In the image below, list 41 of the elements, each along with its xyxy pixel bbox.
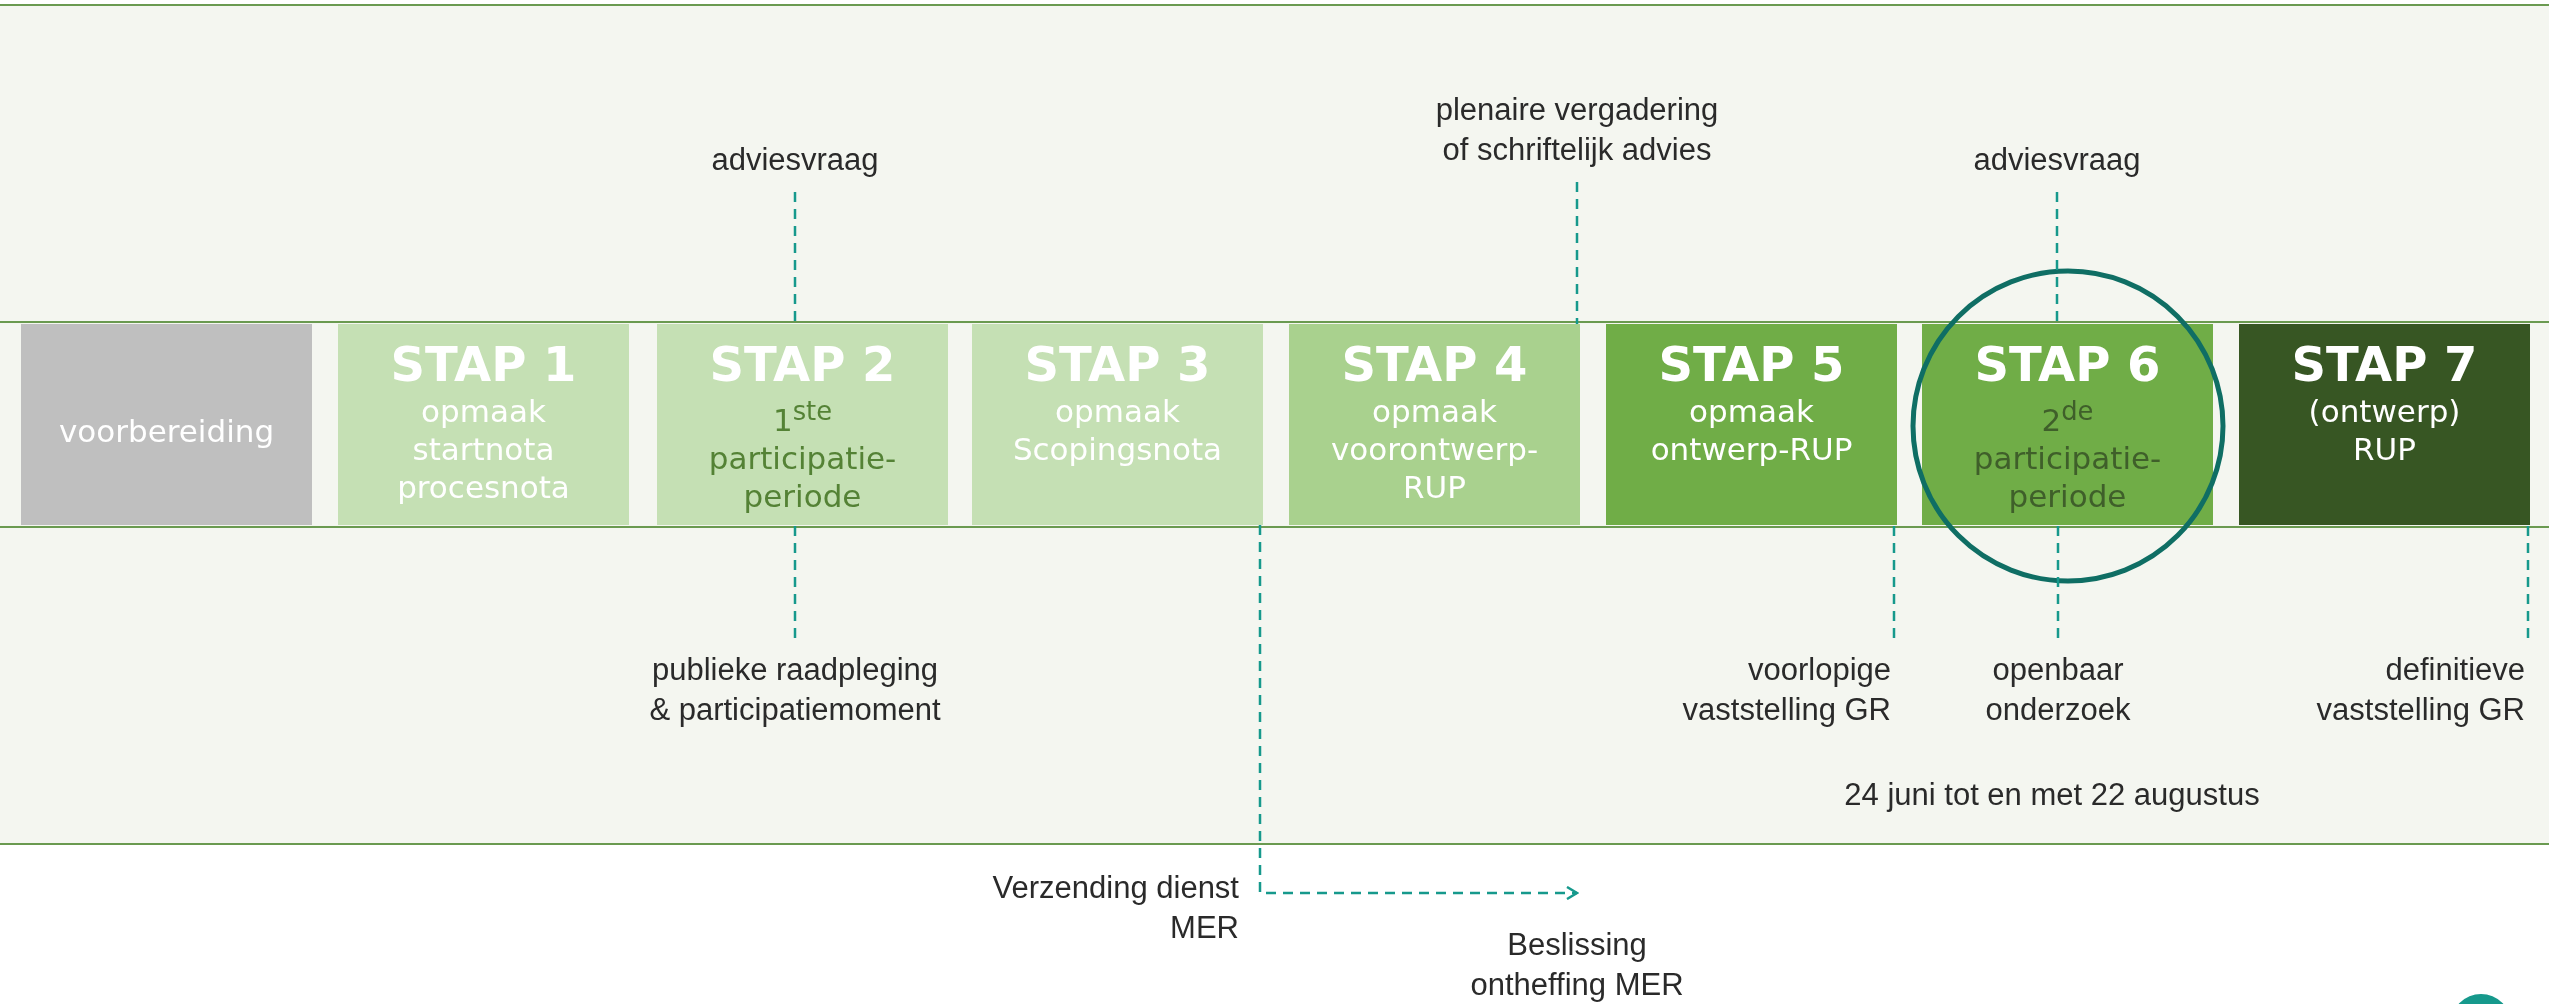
step-box [657, 324, 948, 525]
step-box [21, 324, 312, 525]
annotation-text: plenaire vergadering of schriftelijk advies [1422, 90, 1732, 170]
step-box [972, 324, 1263, 525]
leader-line [793, 525, 797, 638]
step-description: opmaak Scopingsnota [1011, 392, 1224, 468]
step-title: STAP 3 [1024, 336, 1211, 392]
step-description: 1$^{ste}$ participatie- periode [707, 395, 898, 516]
step-description: opmaak startnota procesnota [396, 392, 571, 506]
annotation-text: definitieve vaststelling GR [2265, 650, 2525, 730]
step-box [1922, 324, 2213, 525]
step-box [2239, 324, 2530, 525]
annotation-text: openbaar onderzoek [1958, 650, 2158, 730]
step-title: STAP 5 [1658, 336, 1845, 392]
step-title: STAP 4 [1341, 336, 1528, 392]
step-title: STAP 7 [2291, 336, 2478, 392]
step-title: STAP 2 [709, 336, 896, 392]
leader-line [2055, 192, 2059, 324]
arrow [1258, 525, 1579, 901]
leader-line [1892, 525, 1896, 638]
annotation-text: publieke raadpleging & participatiemoment [640, 650, 950, 730]
annotation-text: Beslissing ontheffing MER [1437, 925, 1717, 1004]
step-description: opmaak ontwerp-RUP [1649, 392, 1854, 468]
step-description: 2$^{de}$ participatie- periode [1972, 395, 2163, 516]
step-description: (ontwerp) RUP [2307, 392, 2462, 468]
annotation-text: voorlopige vaststelling GR [1631, 650, 1891, 730]
note-text: 24 juni tot en met 22 augustus [1843, 776, 2261, 814]
note-text: Verzending dienst MER [991, 869, 1239, 947]
leader-line [2056, 525, 2060, 638]
step-box [1289, 324, 1580, 525]
step-box [1606, 324, 1897, 525]
annotation-text: adviesvraag [1907, 140, 2207, 180]
step-title: STAP 6 [1974, 336, 2161, 392]
step-title: STAP 1 [390, 336, 577, 392]
step-description: opmaak voorontwerp- RUP [1329, 392, 1540, 506]
step-box [338, 324, 629, 525]
leader-line [793, 192, 797, 324]
leader-line [1575, 182, 1579, 324]
annotation-text: adviesvraag [645, 140, 945, 180]
leader-line [2526, 525, 2530, 638]
step-description: voorbereiding [58, 411, 275, 450]
